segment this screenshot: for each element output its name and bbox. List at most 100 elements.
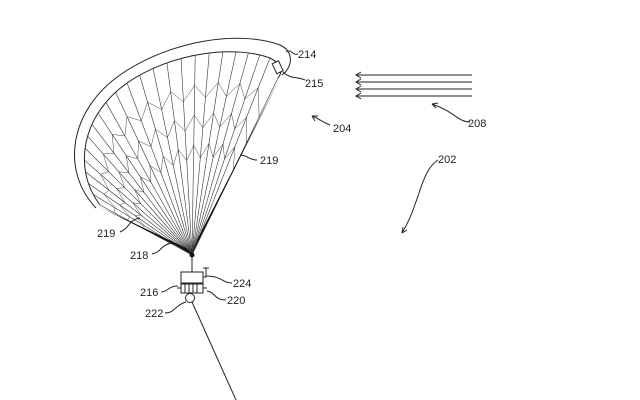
- winch: [180, 283, 204, 294]
- canopy-rib: [177, 149, 187, 161]
- label-204: 204: [333, 123, 351, 135]
- suspension-line: [84, 147, 193, 256]
- canopy-rib: [119, 202, 126, 206]
- canopy-rib: [141, 102, 148, 121]
- canopy-rib: [113, 207, 116, 213]
- canopy-rib: [150, 129, 156, 147]
- line-bundle-left: [100, 207, 192, 254]
- leader-lines: [119, 50, 471, 314]
- canopy-rib: [140, 176, 151, 182]
- canopy-rib: [132, 202, 142, 216]
- canopy-rib: [194, 115, 204, 128]
- canopy-rib: [155, 128, 168, 138]
- canopy-rib: [126, 116, 142, 122]
- canopy-rib: [135, 214, 141, 216]
- suspension-line: [97, 112, 193, 256]
- label-215: 215: [305, 78, 323, 90]
- canopy-rib: [111, 134, 115, 154]
- canopy-rib: [126, 155, 138, 160]
- label-220: 220: [227, 295, 245, 307]
- canopy-rib: [134, 189, 141, 204]
- canopy-rib: [219, 113, 232, 128]
- canopy-rib: [174, 120, 186, 132]
- label-224: 224: [233, 278, 251, 290]
- suspension-line: [166, 62, 193, 256]
- canopy-rib: [222, 143, 225, 160]
- suspension-line: [191, 53, 210, 256]
- canopy-rib: [194, 85, 206, 98]
- label-218: 218: [130, 250, 148, 262]
- suspension-line: [191, 57, 271, 256]
- canopy-rib: [149, 165, 151, 182]
- canopy-sensor: [271, 60, 284, 75]
- canopy-rib: [116, 188, 126, 203]
- suspension-line: [191, 51, 224, 256]
- canopy-rib: [205, 82, 219, 98]
- canopy-rib: [118, 171, 129, 174]
- line-bundle-right: [192, 78, 280, 254]
- label-219-upper: 219: [260, 155, 278, 167]
- canopy-rib: [100, 174, 110, 191]
- canopy-rib: [173, 149, 179, 166]
- pulley: [185, 293, 195, 303]
- control-pod: [180, 271, 204, 284]
- canopy-rib: [103, 194, 116, 208]
- label-222: 222: [145, 308, 163, 320]
- canopy-rib: [100, 171, 109, 175]
- suspension-line: [126, 82, 193, 256]
- suspension-line: [91, 124, 193, 256]
- canopy-rib: [127, 216, 131, 221]
- label-219-lower: 219: [97, 228, 115, 240]
- canopy-rib: [212, 143, 224, 158]
- suspension-line: [85, 171, 193, 256]
- canopy-rib: [103, 153, 109, 172]
- canopy-rib: [124, 116, 128, 136]
- canopy-rib: [147, 101, 162, 110]
- label-208: 208: [468, 118, 486, 130]
- label-214: 214: [298, 49, 316, 61]
- canopy-rib: [132, 202, 141, 204]
- canopy-rib: [118, 171, 125, 188]
- suspension-line: [191, 52, 249, 256]
- canopy-rib: [103, 152, 114, 155]
- suspension-line: [191, 54, 261, 256]
- canopy-rib: [186, 145, 194, 161]
- suspension-line: [191, 55, 196, 256]
- canopy-rib: [116, 187, 125, 189]
- canopy-rib: [140, 176, 145, 193]
- canopy-rib: [193, 145, 201, 159]
- canopy-rib: [167, 120, 175, 138]
- canopy-rib: [134, 215, 145, 227]
- label-216: 216: [140, 287, 158, 299]
- canopy-rib: [160, 156, 164, 173]
- canopy-rib: [258, 87, 260, 117]
- canopy-rib: [213, 112, 220, 128]
- canopy-rib: [202, 112, 214, 128]
- canopy-rib: [183, 85, 195, 102]
- canopy-rib: [170, 91, 184, 102]
- suspension-line: [87, 135, 193, 256]
- suspension-line: [152, 68, 193, 256]
- canopy-rib: [208, 143, 214, 158]
- canopy-rib: [163, 155, 174, 166]
- canopy-rib: [137, 141, 139, 159]
- suspension-lines: [84, 51, 279, 256]
- canopy-rib: [224, 146, 236, 160]
- canopy-rib: [103, 189, 110, 195]
- canopy-rib: [233, 146, 236, 171]
- canopy-rib: [119, 204, 131, 218]
- canopy-rib: [218, 82, 227, 97]
- canopy-rib: [231, 113, 235, 130]
- suspension-line: [180, 58, 193, 256]
- label-202: 202: [438, 154, 456, 166]
- suspension-line: [84, 159, 193, 256]
- tether: [191, 301, 237, 400]
- wind-arrows: [355, 71, 472, 100]
- canopy-rib: [226, 83, 241, 97]
- canopy-rib: [244, 87, 259, 100]
- canopy-rib: [134, 189, 145, 193]
- suspension-line: [139, 75, 193, 256]
- suspension-line: [105, 102, 193, 256]
- canopy-rib: [239, 83, 246, 100]
